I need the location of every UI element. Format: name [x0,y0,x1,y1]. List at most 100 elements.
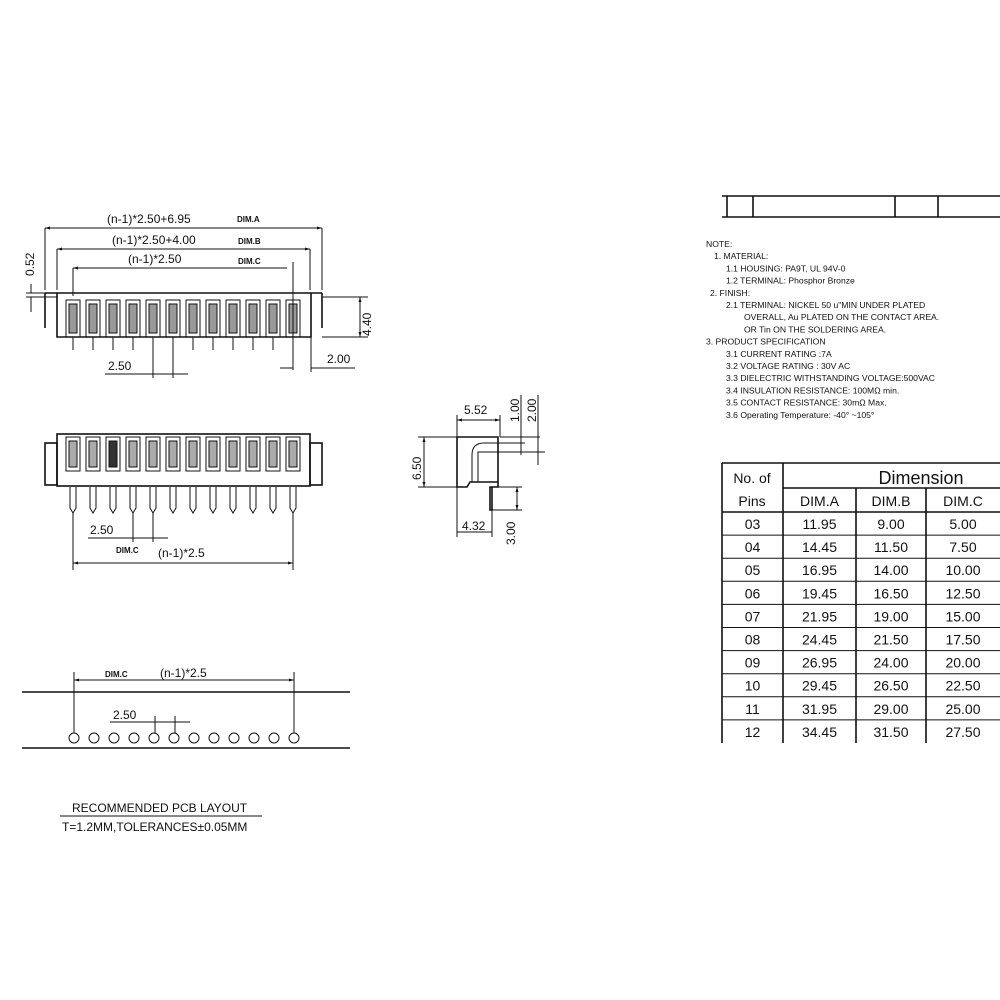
table-cell: 19.45 [802,585,837,601]
front-pitch-dim: 2.50 [90,523,114,537]
front-pin [165,436,181,514]
table-cell: 07 [745,608,761,624]
front-pin [145,436,161,514]
pcb-hole [288,732,300,744]
front-view: 2.50 DIM.C (n-1)*2.5 [44,433,323,570]
side-view: 5.52 1.00 2.00 6.50 4.32 3.00 [410,395,545,545]
table-cell: 11.95 [803,516,837,532]
table-cell: 16.95 [802,562,837,578]
pcb-layout-title: RECOMMENDED PCB LAYOUT [72,801,248,815]
pcb-hole [108,732,120,744]
front-pin [245,436,261,514]
top-slot [85,299,101,350]
table-cell: 14.00 [873,562,908,578]
side-dim-100: 1.00 [508,398,522,422]
column-header: DIM.A [800,493,840,509]
dim-b-formula: (n-1)*2.50+4.00 [112,233,196,247]
front-view-pins [65,436,301,514]
note-line: 3. PRODUCT SPECIFICATION [706,337,826,347]
pcb-hole [68,732,80,744]
table-cell: 29.45 [802,678,837,694]
dim-a-label: DIM.A [237,215,260,224]
note-line: 3.6 Operating Temperature: -40° ~105° [726,410,874,420]
side-height: 6.50 [410,456,424,480]
table-cell: 06 [745,585,761,601]
pcb-pitch-dim: 2.50 [113,708,137,722]
table-cell: 15.00 [945,608,980,624]
note-line: 3.2 VOLTAGE RATING : 30V AC [726,361,850,371]
pcb-hole [148,732,160,744]
table-cell: 03 [745,516,761,532]
table-cell: 7.50 [949,539,976,555]
top-slot [265,299,281,350]
pitch-dim: 2.50 [108,359,132,373]
top-slot [125,299,141,350]
note-line: 3.1 CURRENT RATING :7A [726,349,832,359]
table-row: 03 11.95 9.00 5.00 [745,516,977,532]
edge-dim: 2.00 [327,352,351,366]
front-pin [265,436,281,514]
table-cell: 24.00 [873,655,908,671]
top-view-slots [65,299,301,350]
pcb-hole [208,732,220,744]
table-cell: 9.00 [877,516,904,532]
offset-dim: 0.52 [23,252,37,276]
table-cell: 34.45 [802,724,837,740]
front-pin [125,436,141,514]
table-cell: 14.45 [802,539,837,555]
title-block-strip [722,195,1000,218]
top-slot [245,299,261,350]
front-pin [225,436,241,514]
note-line: 3.5 CONTACT RESISTANCE: 30mΩ Max. [726,398,887,408]
note-line: 3.4 INSULATION RESISTANCE: 100MΩ min. [726,385,899,395]
top-view-housing [44,292,323,338]
front-pin [205,436,221,514]
table-cell: 17.50 [945,632,980,648]
table-cell: 19.00 [873,608,908,624]
column-header: DIM.C [943,493,983,509]
table-cell: 11.50 [874,539,908,555]
side-width-top: 5.52 [464,403,488,417]
note-line: 1. MATERIAL: [714,251,768,261]
top-slot [185,299,201,350]
table-cell: 12 [745,724,761,740]
pcb-hole [268,732,280,744]
height-dim: 4.40 [360,312,374,336]
table-cell: 11 [745,701,760,717]
table-cell: 09 [745,655,761,671]
note-line: NOTE: [706,239,732,249]
table-cell: 25.00 [945,701,980,717]
pcb-hole [228,732,240,744]
pcb-span-dim: (n-1)*2.5 [160,666,207,680]
table-cell: 5.00 [949,516,976,532]
header-pins-1: No. of [733,470,770,486]
header-dimension: Dimension [878,468,963,488]
front-pin [85,436,101,514]
table-cell: 16.50 [873,585,908,601]
note-line: OR Tin ON THE SOLDERING AREA. [744,324,886,334]
front-dim-c-label: DIM.C [116,546,139,555]
top-slot [65,299,81,350]
front-view-housing [56,433,311,487]
pcb-dim-c-label: DIM.C [105,670,128,679]
pcb-layout-subtitle: T=1.2MM,TOLERANCES±0.05MM [62,820,247,834]
table-cell: 26.95 [802,655,837,671]
front-pin [105,436,121,514]
note-line: 2. FINISH: [710,288,750,298]
front-pin [285,436,301,514]
table-cell: 08 [745,632,761,648]
pcb-hole [248,732,260,744]
front-pin [185,436,201,514]
table-cell: 10.00 [945,562,980,578]
top-slot [225,299,241,350]
